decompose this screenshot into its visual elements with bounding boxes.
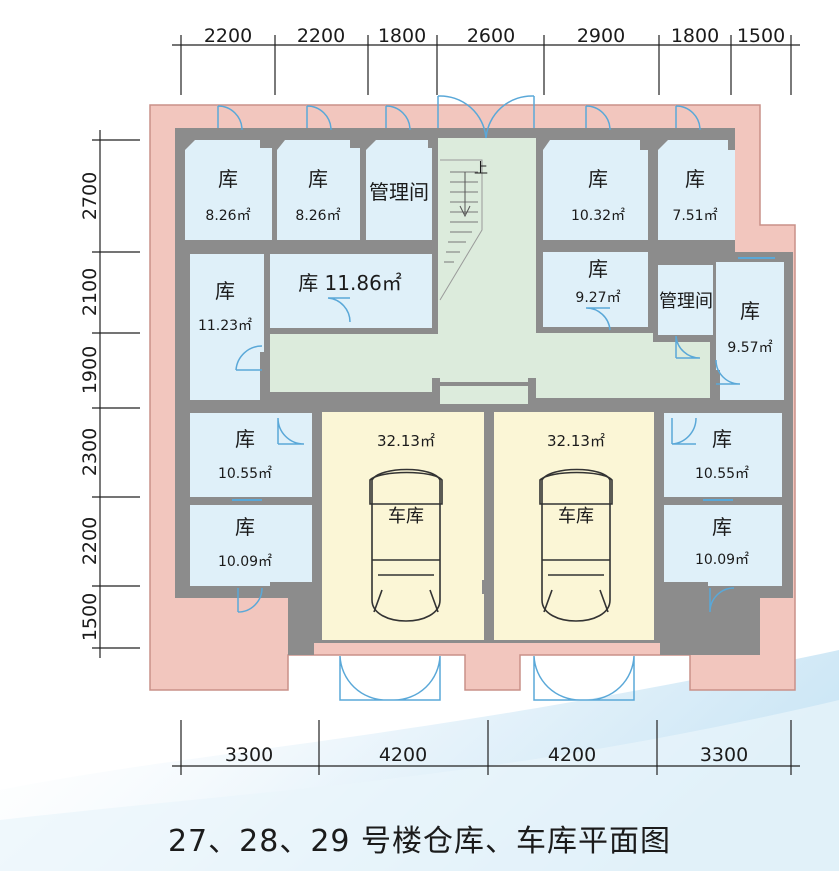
dimension-label: 2900 (577, 25, 625, 47)
room-title: 库 (218, 167, 238, 191)
dimension-label: 2600 (467, 25, 515, 47)
room-shape (277, 140, 360, 240)
garage-area: 32.13㎡ (547, 432, 605, 450)
stair (439, 159, 483, 301)
background-wave (0, 640, 839, 871)
room-area: 10.55㎡ (218, 466, 272, 482)
room-shape (658, 265, 713, 335)
garage-left (322, 412, 484, 640)
room-shape (185, 140, 272, 240)
dimension-label: 2200 (204, 25, 252, 47)
room-title: 库 (235, 427, 255, 451)
windows (232, 257, 775, 501)
room-area: 8.26㎡ (205, 208, 250, 224)
room-shape (190, 505, 312, 586)
room-title: 库 (712, 515, 732, 539)
dimension-label: 4200 (548, 744, 596, 766)
garage-area: 32.13㎡ (377, 432, 435, 450)
car-icon (539, 468, 613, 622)
room-shape (664, 505, 782, 586)
room-area: 10.09㎡ (695, 552, 749, 568)
top-dimension-line (172, 35, 800, 95)
room-area: 8.26㎡ (295, 208, 340, 224)
dimension-label: 2700 (79, 172, 101, 220)
room-title: 管理间 (369, 180, 429, 204)
room-shape (658, 140, 735, 240)
doors (217, 95, 741, 701)
dimension-label: 3300 (700, 744, 748, 766)
plan-caption: 27、28、29 号楼仓库、车库平面图 (167, 824, 672, 859)
garage-label: 车库 (558, 506, 594, 527)
room-title: 库 (308, 167, 328, 191)
car-icon (369, 468, 443, 622)
room-area: 9.27㎡ (575, 290, 620, 306)
dimension-label: 4200 (379, 744, 427, 766)
wall-right-garage (660, 598, 690, 655)
room-shape (543, 140, 648, 240)
dimension-label: 2100 (79, 268, 101, 316)
dimension-label: 2200 (79, 517, 101, 565)
room-title: 库 (712, 427, 732, 451)
room-area: 7.51㎡ (672, 208, 717, 224)
room-area: 10.55㎡ (695, 466, 749, 482)
room-shape (716, 262, 784, 400)
room-title: 库 (588, 257, 608, 281)
room-shape (543, 252, 648, 327)
room-shape (190, 413, 312, 497)
room-area: 11.23㎡ (198, 318, 252, 334)
room-shape (190, 254, 264, 400)
partitions (432, 378, 536, 594)
dimension-label: 1900 (79, 346, 101, 394)
room-shape (664, 413, 782, 497)
room-area: 10.32㎡ (571, 208, 625, 224)
room-area: 9.57㎡ (727, 340, 772, 356)
dimension-label: 1800 (378, 25, 426, 47)
dimension-label: 2200 (297, 25, 345, 47)
dimension-label: 3300 (225, 744, 273, 766)
dimension-label: 1500 (79, 593, 101, 641)
rooms (185, 140, 784, 586)
room-title: 库 (685, 167, 705, 191)
room-title: 管理间 (659, 291, 713, 312)
garage-right (494, 412, 654, 640)
room-title: 库 11.86㎡ (298, 271, 402, 295)
room-shape (366, 140, 432, 240)
corridor (270, 138, 710, 404)
room-title: 库 (588, 167, 608, 191)
bottom-dimension-line (172, 720, 800, 775)
left-dimension-line (92, 130, 140, 658)
room-title: 库 (215, 279, 235, 303)
wall-left-garage (288, 598, 314, 655)
stair-up-label: 上 (474, 161, 488, 177)
room-area: 10.09㎡ (218, 554, 272, 570)
dimension-label: 1800 (671, 25, 719, 47)
room-title: 库 (235, 515, 255, 539)
garage-label: 车库 (388, 506, 424, 527)
dimension-label: 1500 (737, 25, 785, 47)
room-shape (270, 254, 432, 328)
dimension-label: 2300 (79, 428, 101, 476)
room-title: 库 (740, 299, 760, 323)
